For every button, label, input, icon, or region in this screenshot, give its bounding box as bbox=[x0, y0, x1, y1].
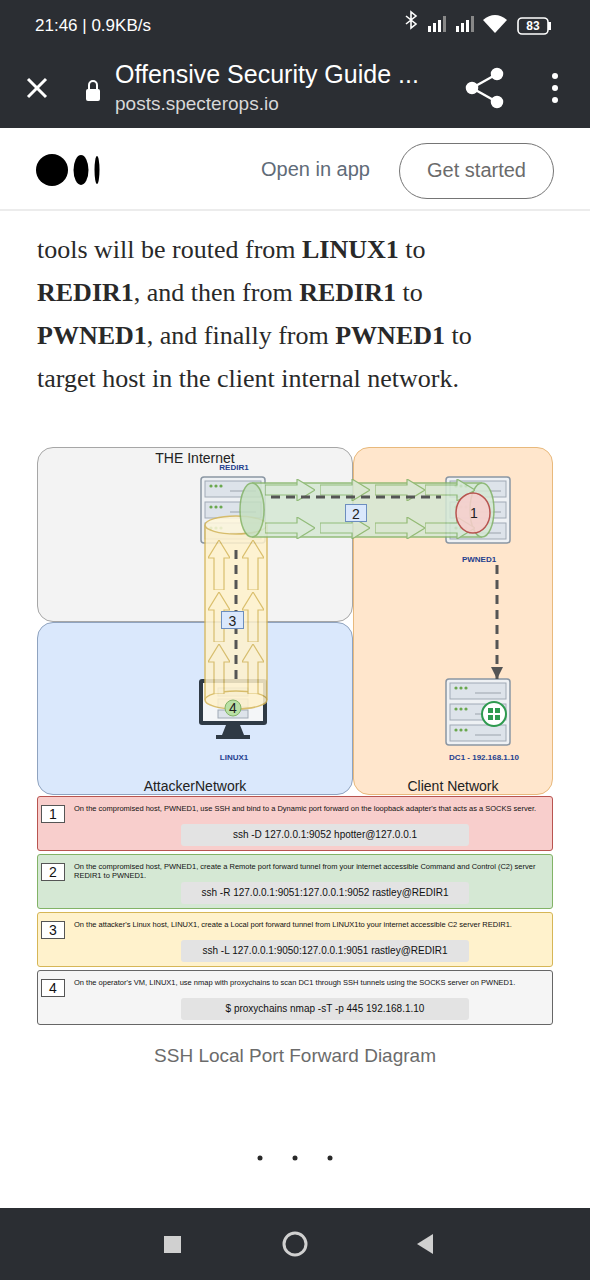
step-marker bbox=[225, 700, 241, 716]
host-name: REDIR1 bbox=[299, 278, 396, 307]
status-text: 21:46 | 0.9KB/s bbox=[35, 16, 151, 36]
article-text: to bbox=[405, 235, 425, 264]
windows-logo bbox=[488, 708, 500, 720]
article-line: REDIR1, and then from REDIR1 to bbox=[37, 278, 423, 308]
callout-number: 1 bbox=[466, 504, 482, 522]
host-label: PWNED1 bbox=[462, 555, 496, 565]
nav-home bbox=[284, 1233, 306, 1255]
close-icon bbox=[28, 79, 46, 97]
site-header bbox=[0, 128, 590, 210]
bluetooth-icon bbox=[406, 12, 416, 28]
lock-icon bbox=[86, 89, 100, 101]
server-node: LINUX1 bbox=[194, 679, 274, 763]
server-node: DC1 - 192.168.1.10 bbox=[429, 679, 539, 763]
tunnel-path bbox=[271, 496, 441, 499]
battery-level: 83 bbox=[519, 18, 547, 34]
figure-caption: SSH Local Port Forward Diagram bbox=[0, 1045, 590, 1067]
host-name: LINUX1 bbox=[302, 235, 399, 264]
windows-badge bbox=[482, 702, 506, 726]
article-text: , and then from bbox=[134, 278, 293, 307]
battery-tip bbox=[548, 22, 551, 30]
article-text: to bbox=[452, 321, 472, 350]
battery-icon bbox=[518, 18, 548, 34]
section-separator bbox=[258, 1156, 333, 1161]
callout-number: 4 bbox=[226, 699, 240, 717]
wifi-icon bbox=[483, 15, 507, 33]
article-text: tools will be routed from bbox=[37, 235, 296, 264]
nav-recent bbox=[164, 1236, 181, 1253]
host-name: PWNED1 bbox=[335, 321, 445, 350]
step-description: On the compromised host, PWNED1, create … bbox=[74, 862, 546, 880]
header-button: Get started bbox=[399, 143, 554, 199]
nav-bar bbox=[0, 1208, 590, 1280]
server-icon bbox=[446, 679, 510, 745]
step-command: ssh -D 127.0.0.1:9052 hpotter@127.0.0.1 bbox=[181, 824, 469, 846]
step-number: 3 bbox=[41, 921, 65, 939]
server-node: PWNED1 bbox=[441, 477, 517, 565]
signal-icon bbox=[428, 16, 474, 32]
host-name: REDIR1 bbox=[37, 278, 134, 307]
menu-icon bbox=[552, 73, 558, 103]
medium-logo bbox=[36, 154, 100, 186]
header-shadow bbox=[0, 209, 590, 211]
article-text: , and finally from bbox=[147, 321, 329, 350]
step-command: $ proxychains nmap -sT -p 445 192.168.1.… bbox=[181, 998, 469, 1020]
step-box: 4 On the operator's VM, LINUX1, use nmap … bbox=[37, 970, 553, 1025]
network-zone: AttackerNetwork LINUX1 bbox=[37, 622, 353, 795]
host-label: REDIR1 bbox=[219, 463, 248, 473]
article-line: target host in the client internal netwo… bbox=[37, 364, 459, 394]
share-icon bbox=[467, 69, 502, 107]
server-node: REDIR1 bbox=[197, 463, 271, 549]
browser-bar bbox=[0, 0, 590, 128]
step-box: 3 On the attacker's Linux host, LINUX1, c… bbox=[37, 912, 553, 967]
article-line: tools will be routed from LINUX1 to bbox=[37, 235, 426, 265]
yellow-tunnel bbox=[205, 516, 267, 709]
step-description: On the operator's VM, LINUX1, use nmap w… bbox=[74, 978, 546, 987]
step-number: 4 bbox=[41, 979, 65, 997]
page-url: posts.specterops.io bbox=[115, 93, 279, 115]
zone-title: AttackerNetwork bbox=[144, 778, 247, 794]
article-text: target host in the client internal netwo… bbox=[37, 364, 459, 393]
callout-number: 3 bbox=[221, 611, 244, 629]
socks-marker bbox=[456, 493, 490, 533]
step-number: 2 bbox=[41, 863, 65, 881]
page-title: Offensive Security Guide ... bbox=[115, 60, 419, 89]
article-text: to bbox=[402, 278, 422, 307]
step-number: 1 bbox=[41, 805, 65, 823]
article-line: PWNED1, and finally from PWNED1 to bbox=[37, 321, 472, 351]
lock-shackle bbox=[89, 81, 97, 89]
step-description: On the compromised host, PWNED1, use SSH… bbox=[74, 804, 546, 813]
step-box: 2 On the compromised host, PWNED1, create… bbox=[37, 854, 553, 909]
nav-back bbox=[417, 1234, 433, 1254]
green-tunnel bbox=[240, 479, 494, 539]
step-command: ssh -R 127.0.0.1:9051:127.0.0.1:9052 ras… bbox=[181, 882, 469, 904]
step-box: 1 On the compromised host, PWNED1, use SS… bbox=[37, 796, 553, 851]
host-label: LINUX1 bbox=[220, 753, 248, 763]
step-description: On the attacker's Linux host, LINUX1, cr… bbox=[74, 920, 546, 929]
zone-title: Client Network bbox=[407, 778, 498, 794]
host-label: DC1 - 192.168.1.10 bbox=[449, 753, 519, 763]
host-name: PWNED1 bbox=[37, 321, 147, 350]
header-link: Open in app bbox=[261, 158, 370, 181]
callout-number: 2 bbox=[345, 504, 367, 522]
step-command: ssh -L 127.0.0.1:9050:127.0.0.1:9051 ras… bbox=[181, 940, 469, 962]
